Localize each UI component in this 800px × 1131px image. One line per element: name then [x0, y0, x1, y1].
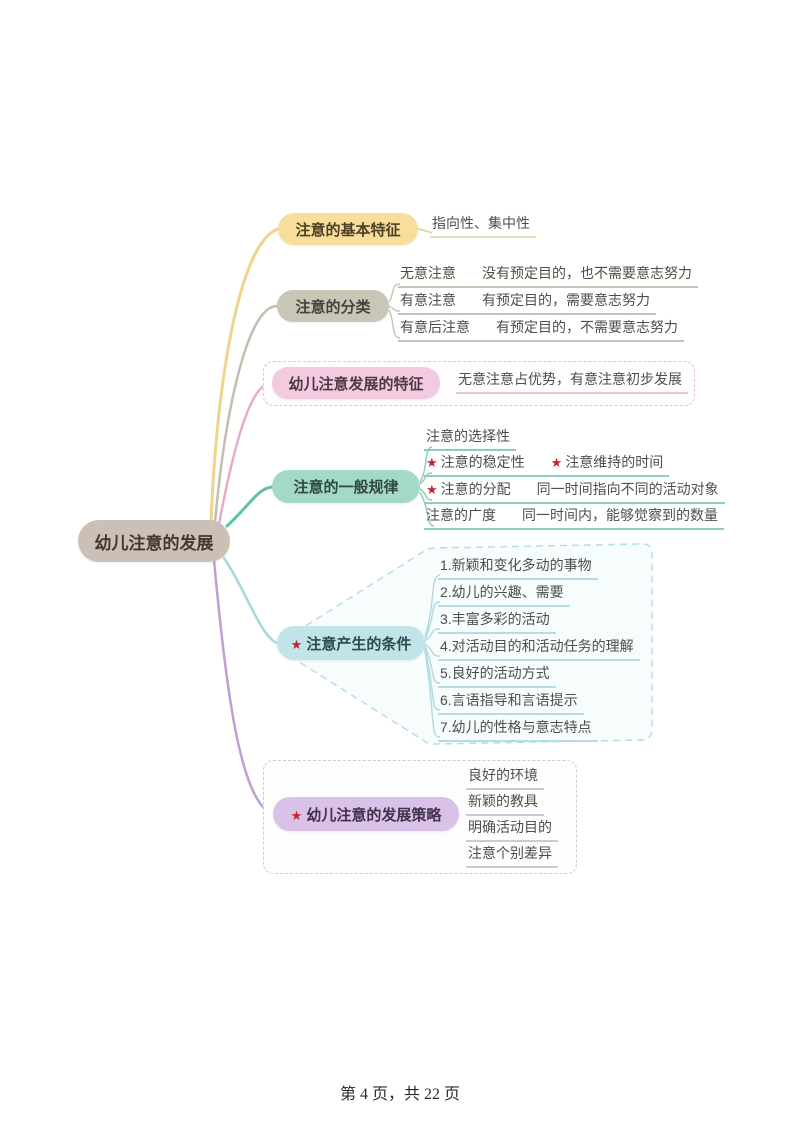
branch-label: ★幼儿注意的发展策略 [291, 804, 442, 825]
star-icon: ★ [426, 481, 438, 497]
node-label: 无意注意占优势，有意注意初步发展 [456, 370, 688, 395]
connector-branch-rules [225, 485, 274, 528]
node-label: 无意注意 [398, 264, 462, 289]
node-label-text: 注意的分配 [440, 481, 511, 497]
node-label: 1.新颖和变化多动的事物 [438, 556, 598, 581]
node-label: 3.丰富多彩的活动 [438, 610, 556, 635]
node-label: ★注意的稳定性 [424, 453, 531, 478]
node-desc: 有预定目的，不需要意志努力 [494, 318, 684, 343]
connector-branch-features [217, 381, 273, 526]
node-row-distribution[interactable]: ★注意的分配 同一时间指向不同的活动对象 [424, 480, 725, 505]
node-row-features-child[interactable]: 无意注意占优势，有意注意初步发展 [456, 370, 688, 395]
node-row-strategy-3[interactable]: 明确活动目的 [466, 818, 558, 843]
row-connector [502, 524, 520, 531]
node-label: 有意注意 [398, 291, 462, 316]
star-icon: ★ [290, 636, 303, 652]
connector-branch-classification [213, 304, 279, 525]
node-desc: 有预定目的，需要意志努力 [480, 291, 656, 316]
node-label-text: 注意的稳定性 [440, 454, 525, 470]
node-row-condition-7[interactable]: 7.幼儿的性格与意志特点 [438, 718, 598, 743]
row-connector [476, 336, 494, 343]
branch-node-basic-features[interactable]: 注意的基本特征 [278, 213, 418, 245]
strategies-group-box: ★幼儿注意的发展策略 良好的环境 新颖的教具 明确活动目的 注意个别差异 [263, 760, 577, 874]
page-number: 第 4 页，共 22 页 [339, 1086, 460, 1103]
node-row-post-intentional[interactable]: 有意后注意 有预定目的，不需要意志努力 [398, 318, 684, 343]
node-row-intentional[interactable]: 有意注意 有预定目的，需要意志努力 [398, 291, 656, 316]
node-row-strategy-1[interactable]: 良好的环境 [466, 766, 544, 791]
node-label: 注意的选择性 [424, 427, 516, 452]
branch-label: 注意的基本特征 [295, 221, 401, 239]
branch-label: 幼儿注意发展的特征 [288, 375, 424, 393]
node-row-strategy-4[interactable]: 注意个别差异 [466, 844, 558, 869]
branch-label: 注意的分类 [295, 298, 371, 316]
branch-node-conditions[interactable]: ★注意产生的条件 [277, 626, 425, 660]
node-row-condition-1[interactable]: 1.新颖和变化多动的事物 [438, 556, 598, 581]
branch-node-development-features[interactable]: 幼儿注意发展的特征 [272, 367, 440, 399]
features-group-box: 幼儿注意发展的特征 无意注意占优势，有意注意初步发展 [263, 361, 695, 406]
star-icon: ★ [290, 807, 303, 823]
node-label: 7.幼儿的性格与意志特点 [438, 718, 598, 743]
node-label: 有意后注意 [398, 318, 476, 343]
node-label: 新颖的教具 [466, 792, 544, 817]
branch-node-strategies[interactable]: ★幼儿注意的发展策略 [273, 797, 459, 831]
node-row-stability[interactable]: ★注意的稳定性 ★注意维持的时间 [424, 453, 670, 478]
branch-node-classification[interactable]: 注意的分类 [277, 290, 389, 322]
node-row-condition-4[interactable]: 4.对活动目的和活动任务的理解 [438, 637, 640, 662]
branch-label: ★注意产生的条件 [291, 633, 412, 654]
root-node[interactable]: 幼儿注意的发展 [78, 520, 230, 562]
node-row-selectivity[interactable]: 注意的选择性 [424, 427, 516, 452]
root-label: 幼儿注意的发展 [94, 533, 214, 553]
node-row-unintentional[interactable]: 无意注意 没有预定目的，也不需要意志努力 [398, 264, 698, 289]
node-label: ★注意的分配 [424, 480, 517, 505]
node-desc-text: 注意维持的时间 [565, 454, 664, 470]
row-connector [530, 471, 549, 478]
branch-label-text: 幼儿注意的发展策略 [306, 806, 442, 824]
node-row-basic-child[interactable]: 指向性、集中性 [430, 214, 536, 239]
row-connector [462, 309, 480, 316]
branch-node-general-rules[interactable]: 注意的一般规律 [272, 470, 420, 503]
node-desc: 同一时间内，能够觉察到的数量 [520, 506, 724, 531]
node-label: 良好的环境 [466, 766, 544, 791]
node-row-span[interactable]: 注意的广度 同一时间内，能够觉察到的数量 [424, 506, 724, 531]
node-label: 指向性、集中性 [430, 214, 536, 239]
star-icon: ★ [550, 454, 563, 470]
node-label: 注意的广度 [424, 506, 502, 531]
node-label: 明确活动目的 [466, 818, 558, 843]
node-desc: 同一时间指向不同的活动对象 [534, 480, 725, 505]
node-desc: ★注意维持的时间 [548, 453, 670, 478]
node-row-strategy-2[interactable]: 新颖的教具 [466, 792, 544, 817]
node-row-condition-6[interactable]: 6.言语指导和言语提示 [438, 691, 584, 716]
node-label: 注意个别差异 [466, 844, 558, 869]
node-label: 6.言语指导和言语提示 [438, 691, 584, 716]
row-connector [516, 498, 535, 505]
connector-branch-conditions [222, 556, 279, 645]
star-icon: ★ [426, 454, 438, 470]
node-label: 2.幼儿的兴趣、需要 [438, 583, 570, 608]
row-connector [462, 282, 480, 289]
node-desc: 没有预定目的，也不需要意志努力 [480, 264, 698, 289]
branch-label: 注意的一般规律 [293, 479, 399, 496]
branch-label-text: 注意产生的条件 [306, 635, 412, 653]
node-row-condition-2[interactable]: 2.幼儿的兴趣、需要 [438, 583, 570, 608]
node-label: 4.对活动目的和活动任务的理解 [438, 637, 640, 662]
node-row-condition-3[interactable]: 3.丰富多彩的活动 [438, 610, 556, 635]
node-label: 5.良好的活动方式 [438, 664, 556, 689]
node-row-condition-5[interactable]: 5.良好的活动方式 [438, 664, 556, 689]
